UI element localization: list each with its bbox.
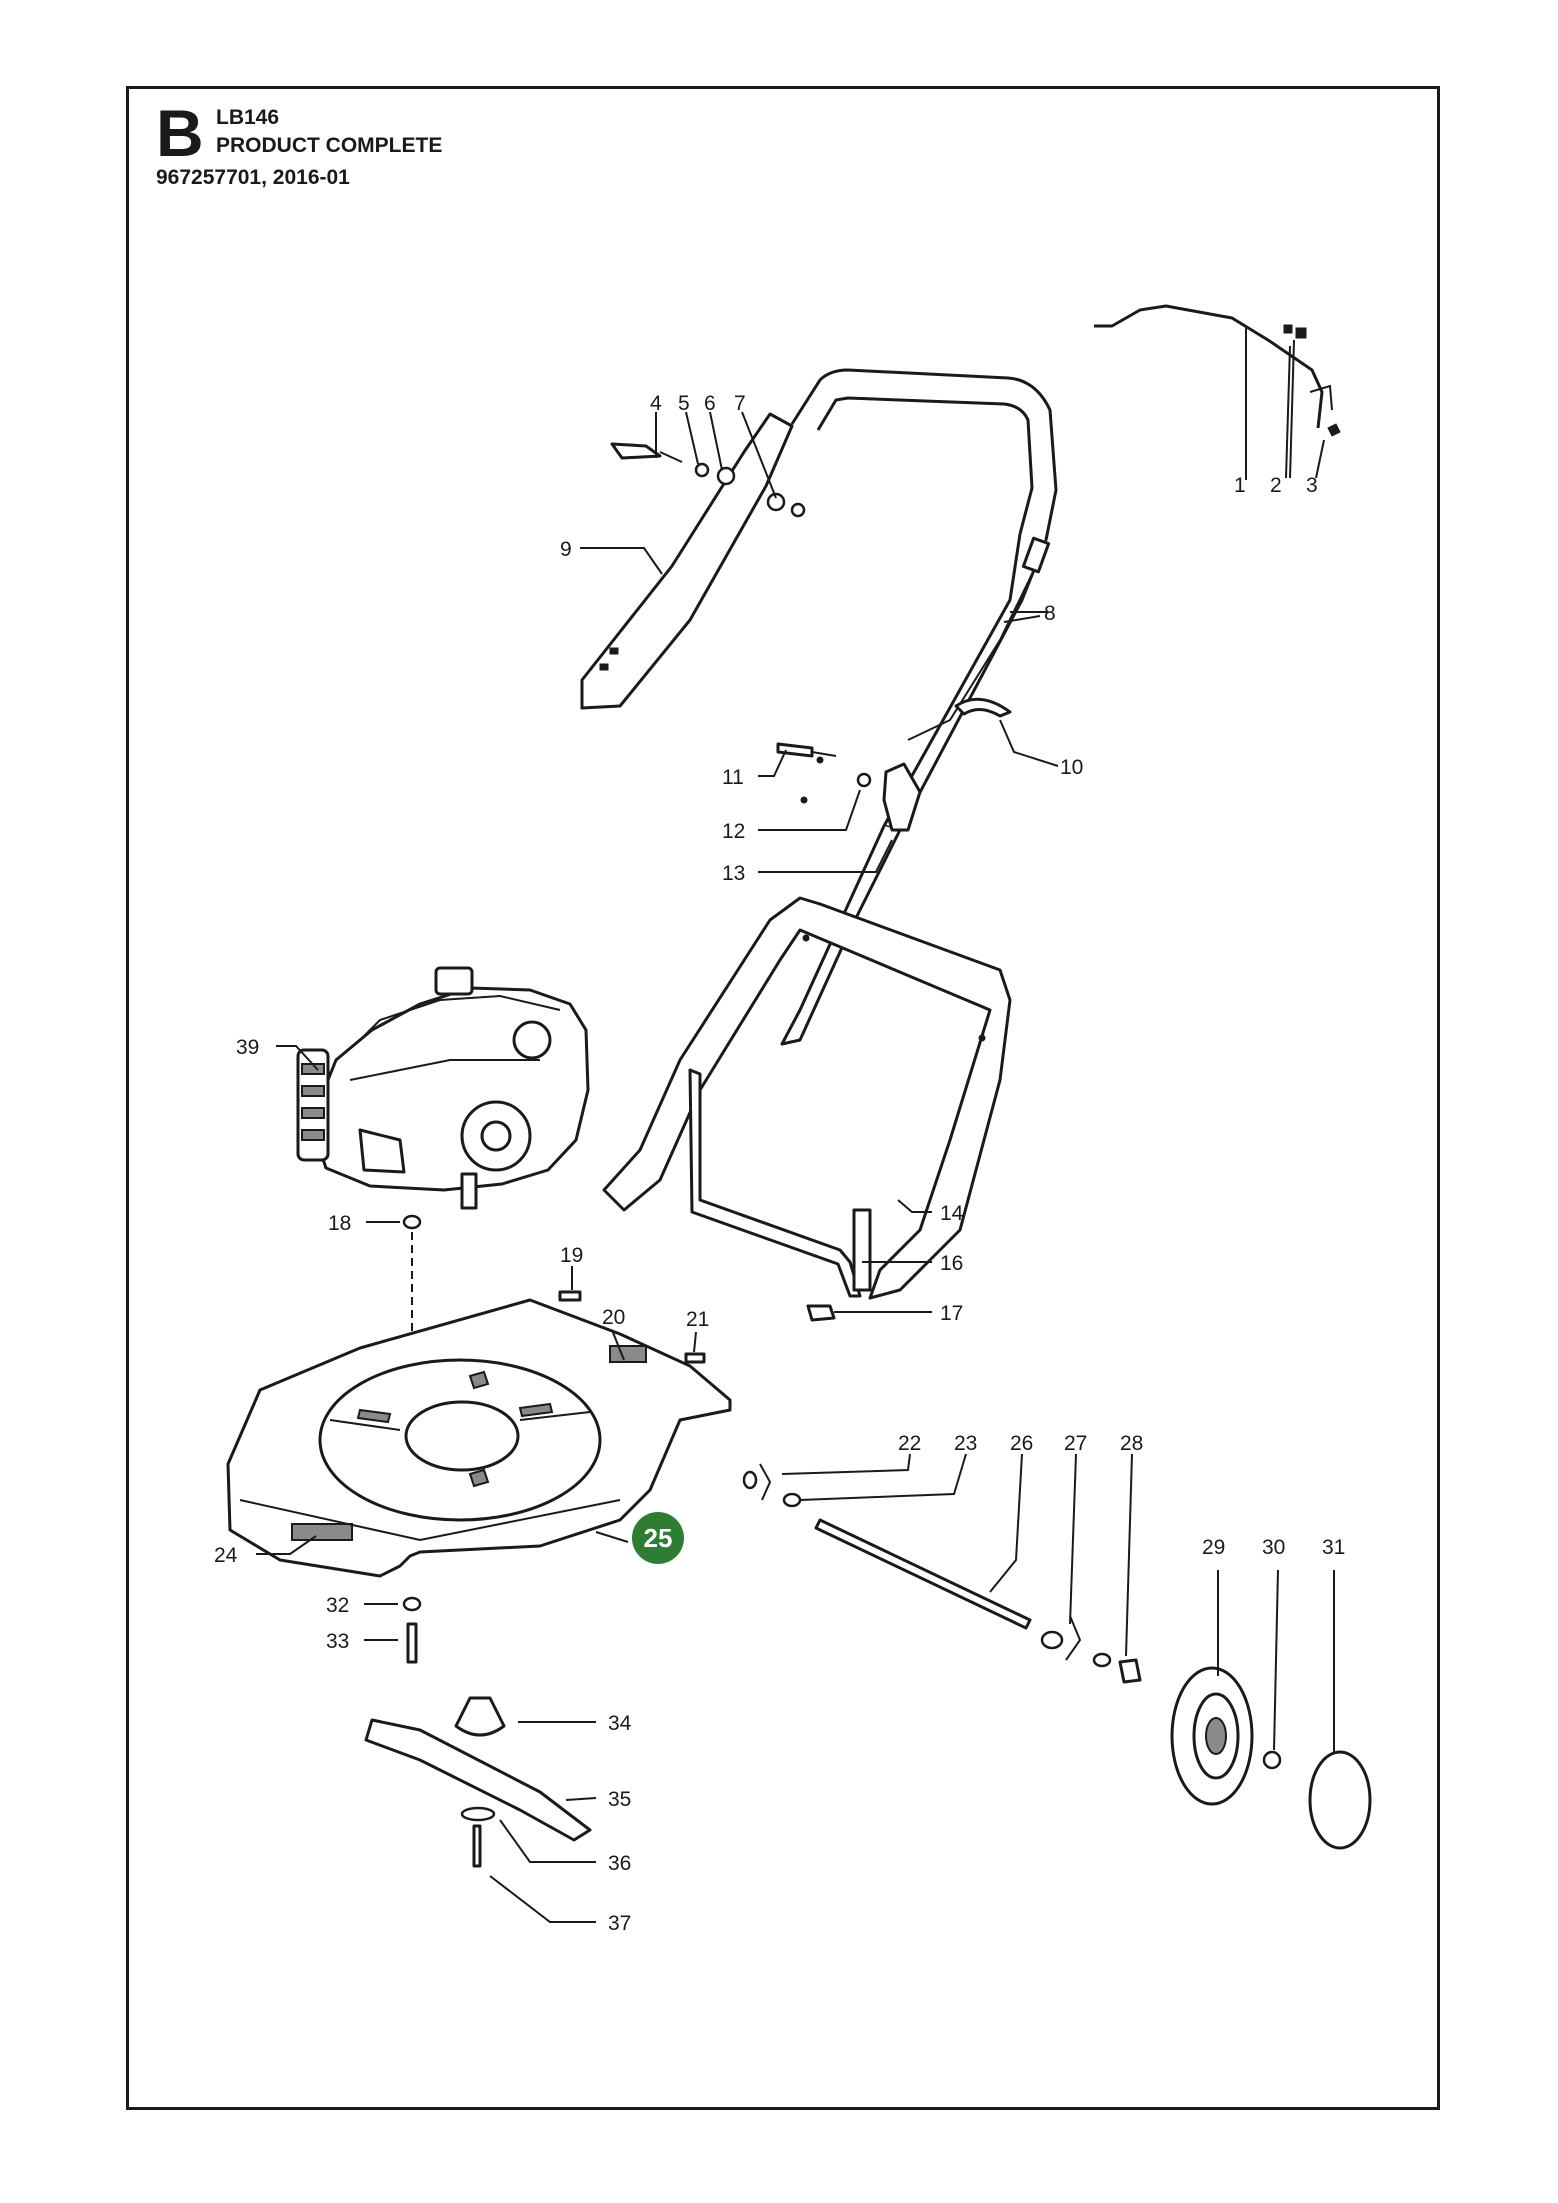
callout-11: 11 bbox=[722, 766, 744, 789]
callout-4: 4 bbox=[650, 392, 662, 415]
part-cable-clip bbox=[954, 697, 1012, 718]
callout-9: 9 bbox=[560, 538, 572, 561]
callout-35: 35 bbox=[608, 1788, 631, 1811]
part-bracket-left bbox=[580, 412, 794, 710]
callout-1: 1 bbox=[1234, 474, 1246, 497]
callout-19: 19 bbox=[560, 1244, 583, 1267]
callout-12: 12 bbox=[722, 820, 745, 843]
section-letter: B bbox=[156, 96, 204, 170]
callout-36: 36 bbox=[608, 1852, 631, 1875]
part-bolt-33 bbox=[406, 1622, 418, 1664]
part-hardware-set bbox=[610, 442, 806, 518]
part-bail-handle bbox=[1094, 304, 1341, 479]
callout-labels: 1 2 3 4 5 6 7 8 9 10 11 12 13 14 16 17 1… bbox=[214, 392, 1345, 1935]
callout-22: 22 bbox=[898, 1432, 921, 1455]
callout-33: 33 bbox=[326, 1630, 349, 1653]
part-engine bbox=[296, 966, 590, 1210]
callout-3: 3 bbox=[1306, 474, 1318, 497]
callout-6: 6 bbox=[704, 392, 716, 415]
part-axle-set bbox=[742, 1463, 1142, 1684]
part-washer-18 bbox=[402, 1214, 422, 1230]
callout-25-badge: 25 bbox=[632, 1512, 684, 1564]
part-mower-deck bbox=[226, 1298, 732, 1578]
document-number: 967257701, 2016-01 bbox=[156, 166, 350, 189]
part-spacer-32 bbox=[402, 1596, 422, 1612]
leader-lines bbox=[256, 328, 1335, 1923]
callout-23: 23 bbox=[954, 1432, 977, 1455]
callout-28: 28 bbox=[1120, 1432, 1143, 1455]
part-handle-lock bbox=[776, 742, 922, 832]
callout-34: 34 bbox=[608, 1712, 632, 1735]
callout-25: 25 bbox=[644, 1523, 673, 1553]
callout-14: 14 bbox=[940, 1202, 964, 1225]
callout-27: 27 bbox=[1064, 1432, 1087, 1455]
highlight-badge bbox=[632, 1512, 684, 1564]
part-upper-handle bbox=[780, 368, 1058, 1046]
callout-7: 7 bbox=[734, 392, 746, 415]
callout-17: 17 bbox=[940, 1302, 963, 1325]
callout-10: 10 bbox=[1060, 756, 1083, 779]
callout-24: 24 bbox=[214, 1544, 238, 1567]
callout-16: 16 bbox=[940, 1252, 963, 1275]
callout-8: 8 bbox=[1044, 602, 1056, 625]
part-bolt-21 bbox=[684, 1352, 706, 1364]
drawing-frame bbox=[126, 86, 1440, 2110]
part-cable bbox=[907, 536, 1051, 741]
part-blade-assembly bbox=[364, 1696, 592, 1868]
part-lower-handle bbox=[602, 896, 1012, 1322]
callout-18: 18 bbox=[328, 1212, 351, 1235]
callout-29: 29 bbox=[1202, 1536, 1225, 1559]
callout-5: 5 bbox=[678, 392, 690, 415]
callout-30: 30 bbox=[1262, 1536, 1285, 1559]
callout-37: 37 bbox=[608, 1912, 631, 1935]
part-bolt-19 bbox=[558, 1290, 582, 1302]
callout-20: 20 bbox=[602, 1306, 625, 1329]
callout-26: 26 bbox=[1010, 1432, 1033, 1455]
callout-21: 21 bbox=[686, 1308, 709, 1331]
callout-32: 32 bbox=[326, 1594, 349, 1617]
part-wheel bbox=[1170, 1666, 1372, 1850]
model-number: LB146 bbox=[216, 106, 280, 129]
page-title: PRODUCT COMPLETE bbox=[216, 134, 443, 157]
callout-13: 13 bbox=[722, 862, 745, 885]
callout-39: 39 bbox=[236, 1036, 259, 1059]
callout-2: 2 bbox=[1270, 474, 1282, 497]
callout-31: 31 bbox=[1322, 1536, 1345, 1559]
